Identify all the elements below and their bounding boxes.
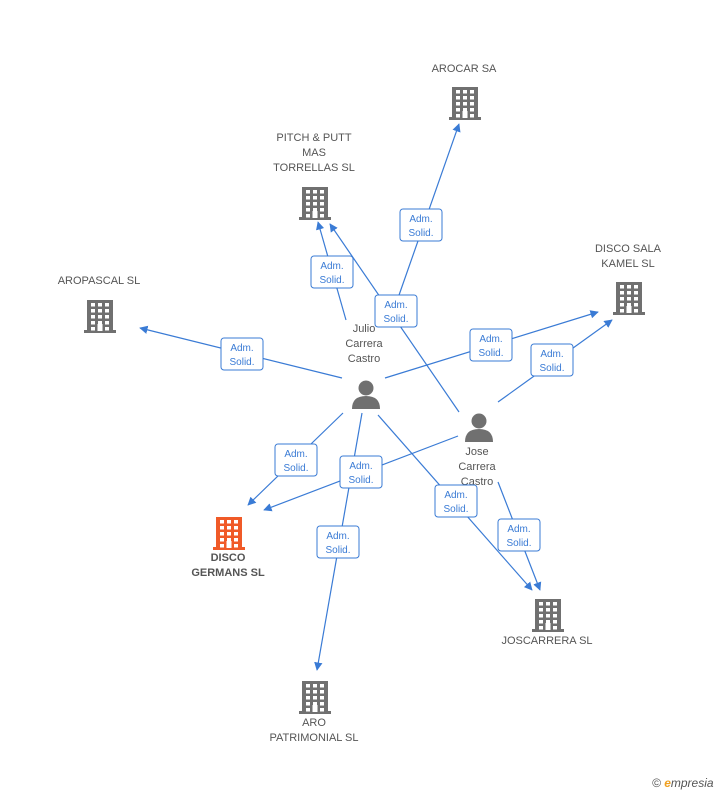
building-icon	[449, 87, 481, 120]
node-arocar[interactable]: AROCAR SA	[432, 63, 497, 120]
node-joscarrera[interactable]: JOSCARRERA SL	[501, 599, 593, 647]
edge-badge-julio-discosala[interactable]: Adm. Solid.	[469, 328, 513, 362]
badge-text: Solid.	[383, 314, 408, 325]
brand-watermark: © empresia	[652, 776, 714, 790]
node-label: Castro	[348, 353, 380, 365]
building-icon	[613, 282, 645, 315]
badge-text: Solid.	[506, 538, 531, 549]
badge-text: Adm.	[320, 261, 343, 272]
building-icon	[532, 599, 564, 632]
badge-text: Adm.	[284, 449, 307, 460]
node-label: TORRELLAS SL	[273, 162, 355, 174]
node-aropascal[interactable]: AROPASCAL SL	[58, 275, 141, 333]
badge-text: Adm.	[479, 334, 502, 345]
edge-badge-jose-joscarrera[interactable]: Adm. Solid.	[497, 518, 541, 552]
brand-logo-text: mpresia	[670, 776, 714, 790]
copyright-symbol: ©	[652, 776, 661, 790]
badge-text: Adm.	[230, 343, 253, 354]
badge-text: Solid.	[443, 504, 468, 515]
badge-box	[274, 443, 318, 477]
badge-text: Adm.	[507, 524, 530, 535]
badge-text: Solid.	[408, 228, 433, 239]
node-label: ARO	[302, 717, 326, 729]
badge-text: Adm.	[540, 349, 563, 360]
badge-text: Adm.	[409, 214, 432, 225]
building-icon	[213, 517, 245, 550]
badge-text: Solid.	[539, 363, 564, 374]
node-label: Carrera	[345, 338, 383, 350]
badge-text: Adm.	[349, 461, 372, 472]
building-icon	[84, 300, 116, 333]
node-label: MAS	[302, 147, 326, 159]
node-label: GERMANS SL	[191, 567, 265, 579]
badge-text: Adm.	[444, 490, 467, 501]
node-aro[interactable]: ARO PATRIMONIAL SL	[269, 681, 359, 744]
badge-text: Solid.	[478, 348, 503, 359]
node-discogermans[interactable]: DISCO GERMANS SL	[191, 517, 265, 579]
badge-text: Adm.	[326, 531, 349, 542]
brand-logo-initial: e	[664, 776, 671, 790]
badge-text: Solid.	[348, 475, 373, 486]
edge-badge-julio-discogermans[interactable]: Adm. Solid.	[274, 443, 318, 477]
node-label: DISCO SALA	[595, 243, 662, 255]
edge-badge-jose-pitch[interactable]: Adm. Solid.	[374, 294, 418, 328]
node-label: PATRIMONIAL SL	[269, 732, 358, 744]
edges-layer	[139, 123, 613, 671]
person-icon	[465, 413, 493, 442]
badge-box	[339, 455, 383, 489]
person-icon	[352, 380, 380, 409]
building-icon	[299, 681, 331, 714]
edge-badge-jose-discosala[interactable]: Adm. Solid.	[530, 343, 574, 377]
node-label: PITCH & PUTT	[276, 132, 351, 144]
edge-badge-julio-pitch[interactable]: Adm. Solid.	[310, 255, 354, 289]
edge-badge-julio-joscarrera[interactable]: Adm. Solid.	[434, 484, 478, 518]
node-pitch[interactable]: PITCH & PUTT MAS TORRELLAS SL	[273, 132, 355, 220]
nodes-layer: JulioCarreraCastroJoseCarreraCastroAROCA…	[58, 63, 662, 744]
badge-box	[310, 255, 354, 289]
badge-text: Solid.	[283, 463, 308, 474]
node-label: KAMEL SL	[601, 258, 654, 270]
badge-box	[399, 208, 443, 242]
node-label: AROCAR SA	[432, 63, 497, 75]
badge-box	[316, 525, 360, 559]
edge-badge-julio-arocar[interactable]: Adm. Solid.	[399, 208, 443, 242]
badge-box	[497, 518, 541, 552]
building-icon	[299, 187, 331, 220]
node-label: Carrera	[458, 461, 496, 473]
node-label: Julio	[353, 323, 376, 335]
badges-layer: Adm. Solid. Adm. Solid. Adm. Solid. Adm. Solid.…	[220, 208, 574, 559]
badge-box	[220, 337, 264, 371]
badge-text: Solid.	[229, 357, 254, 368]
edge-badge-jose-discogermans[interactable]: Adm. Solid.	[339, 455, 383, 489]
node-label: JOSCARRERA SL	[501, 635, 592, 647]
badge-box	[469, 328, 513, 362]
node-discosala[interactable]: DISCO SALA KAMEL SL	[595, 243, 662, 315]
edge-badge-julio-aro[interactable]: Adm. Solid.	[316, 525, 360, 559]
badge-box	[374, 294, 418, 328]
badge-text: Solid.	[325, 545, 350, 556]
edge-badge-julio-aropascal[interactable]: Adm. Solid.	[220, 337, 264, 371]
node-label: AROPASCAL SL	[58, 275, 141, 287]
badge-text: Adm.	[384, 300, 407, 311]
node-label: DISCO	[211, 552, 246, 564]
node-label: Jose	[465, 446, 488, 458]
badge-box	[434, 484, 478, 518]
badge-text: Solid.	[319, 275, 344, 286]
badge-box	[530, 343, 574, 377]
